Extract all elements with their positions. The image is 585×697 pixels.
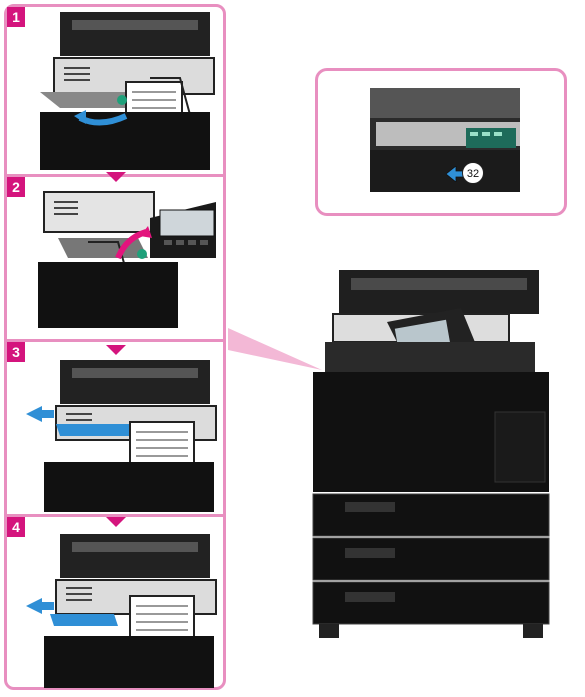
callout-leader xyxy=(228,328,322,370)
step-2-illustration xyxy=(38,191,216,328)
step-number-4: 4 xyxy=(7,517,25,537)
step-4-illustration xyxy=(26,534,217,688)
step-number-2: 2 xyxy=(7,177,25,197)
lever-icon xyxy=(117,95,127,105)
reference-number: 32 xyxy=(462,162,484,184)
next-step-arrow-icon xyxy=(106,345,126,355)
next-step-arrow-icon xyxy=(106,172,126,182)
control-panel-photo xyxy=(370,88,520,192)
step-divider xyxy=(4,339,226,342)
step-number-1: 1 xyxy=(7,7,25,27)
pull-direction-arrow-icon xyxy=(26,598,54,614)
paper-sheet xyxy=(50,614,118,626)
next-step-arrow-icon xyxy=(106,517,126,527)
hand-pointer-arrow-icon xyxy=(446,166,464,182)
step-number-3: 3 xyxy=(7,342,25,362)
copier-machine-illustration xyxy=(312,270,550,638)
step-3-illustration xyxy=(26,360,217,512)
callout-frame xyxy=(315,68,567,216)
paper-sheet xyxy=(56,424,144,436)
lever-icon xyxy=(137,249,147,259)
pull-direction-arrow-icon xyxy=(26,406,54,422)
step-1-illustration xyxy=(40,12,215,170)
step-divider xyxy=(4,514,226,517)
